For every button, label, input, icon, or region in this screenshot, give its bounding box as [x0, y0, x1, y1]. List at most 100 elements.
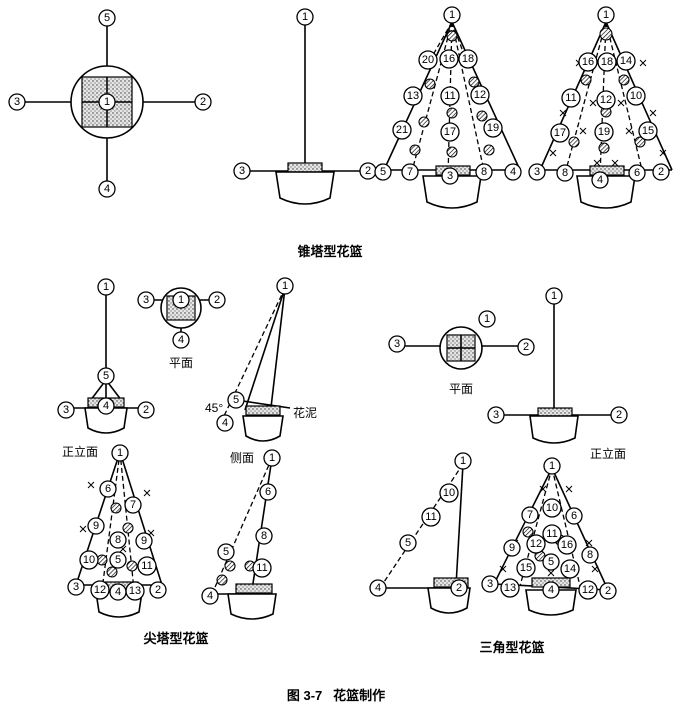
svg-text:6: 6 — [571, 510, 577, 522]
svg-text:11: 11 — [546, 528, 557, 540]
svg-text:13: 13 — [407, 90, 419, 102]
svg-text:1: 1 — [282, 280, 288, 292]
flower-mark — [224, 560, 236, 572]
step-marker-19: 19 — [594, 122, 614, 142]
step-marker-7: 7 — [401, 163, 419, 181]
svg-text:3: 3 — [14, 96, 20, 108]
step-marker-2: 2 — [610, 406, 628, 424]
step-marker-6: 6 — [259, 483, 277, 501]
svg-text:5: 5 — [103, 370, 109, 382]
svg-text:5: 5 — [104, 12, 110, 24]
triangle-front-label: 正立面 — [590, 446, 626, 461]
svg-text:18: 18 — [601, 56, 613, 68]
svg-text:4: 4 — [103, 400, 109, 412]
step-marker-8: 8 — [109, 531, 127, 549]
svg-text:10: 10 — [443, 487, 455, 499]
step-marker-11: 11 — [252, 558, 272, 578]
step-marker-12: 12 — [470, 85, 490, 105]
pointed-side-finished-view: 1 6 8 5 11 4 — [201, 449, 281, 620]
step-marker-3: 3 — [57, 401, 75, 419]
step-marker-3: 3 — [233, 162, 251, 180]
svg-text:5: 5 — [548, 556, 554, 568]
svg-text:6: 6 — [265, 486, 271, 498]
flower-mark — [110, 502, 122, 514]
pointed-finished-view: 1 6 7 9 8 9 10 5 11 3 12 4 13 2 — [67, 444, 167, 618]
flower-mark — [618, 74, 630, 86]
step-marker-1: 1 — [543, 457, 561, 475]
step-marker-8: 8 — [475, 163, 493, 181]
cone-front-elevation: 1 3 2 — [233, 8, 377, 205]
flower-mark — [568, 136, 580, 148]
svg-text:4: 4 — [178, 334, 184, 346]
svg-text:1: 1 — [302, 11, 308, 23]
cone-plan-view: 5 3 2 4 1 — [8, 9, 212, 198]
svg-text:5: 5 — [223, 546, 229, 558]
svg-text:7: 7 — [527, 509, 533, 521]
step-marker-1: 1 — [478, 310, 496, 328]
svg-text:5: 5 — [405, 537, 411, 549]
step-marker-9: 9 — [135, 532, 153, 550]
flower-mark — [418, 116, 430, 128]
flower-mark — [580, 74, 592, 86]
step-marker-12: 12 — [526, 534, 546, 554]
svg-text:8: 8 — [562, 167, 568, 179]
step-marker-8: 8 — [581, 546, 599, 564]
svg-text:3: 3 — [487, 578, 493, 590]
step-marker-5: 5 — [109, 551, 127, 569]
step-marker-14: 14 — [560, 559, 580, 579]
svg-text:11: 11 — [565, 92, 576, 104]
flower-mark — [483, 144, 495, 156]
step-marker-13: 13 — [125, 581, 145, 601]
svg-text:8: 8 — [115, 534, 121, 546]
step-marker-6: 6 — [565, 507, 583, 525]
svg-text:14: 14 — [564, 563, 576, 575]
step-marker-16: 16 — [557, 535, 577, 555]
svg-text:3: 3 — [394, 338, 400, 350]
pointed-side-view: 1 5 4 45° 花泥 侧面 — [205, 277, 317, 465]
step-marker-1: 1 — [111, 444, 129, 462]
triangle-side-view: 1 10 11 5 4 2 — [369, 452, 472, 614]
svg-text:9: 9 — [93, 520, 99, 532]
svg-text:13: 13 — [504, 582, 516, 594]
flower-mark — [599, 27, 613, 41]
step-marker-11: 11 — [440, 86, 460, 106]
svg-text:12: 12 — [582, 584, 594, 596]
flower-mark — [476, 110, 488, 122]
svg-text:8: 8 — [587, 549, 593, 561]
svg-text:4: 4 — [104, 183, 110, 195]
svg-text:17: 17 — [554, 127, 566, 139]
svg-text:2: 2 — [155, 584, 161, 596]
pointed-front-label: 正立面 — [62, 444, 98, 459]
flower-mark — [106, 566, 118, 578]
svg-text:12: 12 — [94, 584, 106, 596]
step-marker-16: 16 — [578, 52, 598, 72]
svg-text:2: 2 — [523, 341, 529, 353]
flower-mark — [468, 76, 480, 88]
step-marker-16: 16 — [439, 49, 459, 69]
step-marker-4: 4 — [98, 180, 116, 198]
pointed-plan-label: 平面 — [169, 356, 193, 370]
step-marker-10: 10 — [79, 550, 99, 570]
step-marker-3: 3 — [528, 163, 546, 181]
pointed-side-label: 侧面 — [230, 451, 254, 465]
step-marker-7: 7 — [124, 496, 142, 514]
step-marker-2: 2 — [359, 162, 377, 180]
step-marker-3: 3 — [441, 167, 459, 185]
step-marker-3: 3 — [487, 406, 505, 424]
triangle-finished-view: 1 7 10 6 9 12 11 16 8 15 5 14 3 13 4 12 … — [481, 457, 617, 616]
svg-text:2: 2 — [616, 409, 622, 421]
step-marker-3: 3 — [8, 93, 26, 111]
step-marker-4: 4 — [172, 331, 190, 349]
svg-text:2: 2 — [214, 294, 220, 306]
svg-text:16: 16 — [443, 53, 455, 65]
step-marker-20: 20 — [418, 50, 438, 70]
step-marker-2: 2 — [599, 582, 617, 600]
flower-mark — [126, 560, 138, 572]
svg-text:9: 9 — [141, 535, 147, 547]
svg-text:11: 11 — [425, 511, 436, 523]
step-marker-11: 11 — [421, 507, 441, 527]
flower-mark — [122, 522, 134, 534]
step-marker-11: 11 — [561, 88, 581, 108]
step-marker-7: 7 — [521, 506, 539, 524]
